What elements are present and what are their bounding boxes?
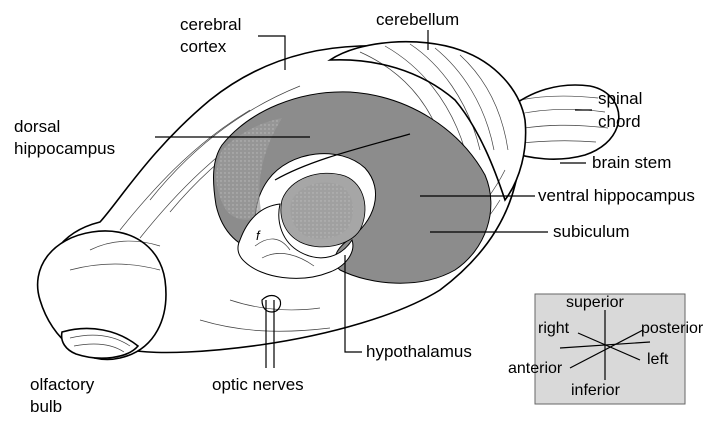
label-hypothalamus: hypothalamus (366, 342, 472, 361)
label-ventral-hippocampus: ventral hippocampus (538, 186, 695, 205)
label-subiculum: subiculum (553, 222, 630, 241)
label-cerebellum: cerebellum (376, 10, 459, 29)
label-cerebral-cortex: cerebral cortex (180, 15, 246, 56)
label-brain-stem: brain stem (592, 153, 671, 172)
key-inferior: inferior (571, 382, 621, 399)
label-dorsal-hippocampus: dorsal hippocampus (14, 117, 115, 158)
key-left: left (647, 351, 669, 368)
label-optic-nerves: optic nerves (212, 375, 304, 394)
key-anterior: anterior (508, 360, 563, 377)
key-posterior: posterior (641, 320, 704, 337)
label-olfactory-bulb: olfactory bulb (30, 375, 99, 416)
key-right: right (538, 320, 570, 337)
orientation-key: superior right posterior left anterior i… (508, 294, 704, 404)
key-superior: superior (566, 294, 624, 311)
